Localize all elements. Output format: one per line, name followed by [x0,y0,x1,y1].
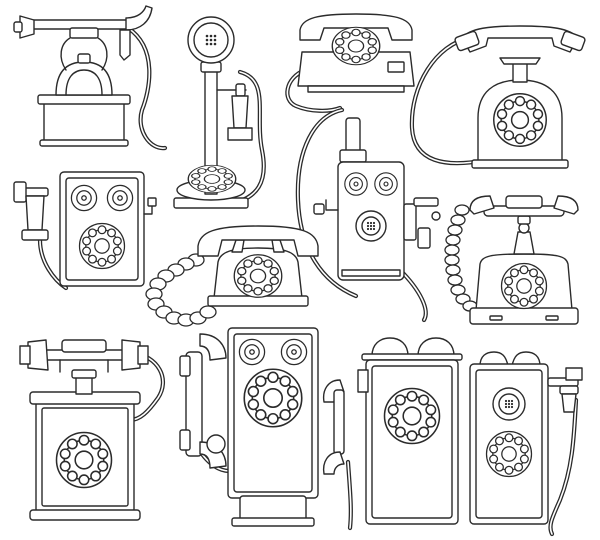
wall-box-telephone-icon [13,171,157,291]
coiled-cord [145,253,217,327]
wall-rotary-telephone-icon [179,327,319,527]
slim-wall-telephone-icon [469,351,583,537]
antique-bell-telephone-icon [13,5,168,151]
coiled-cord-right [444,204,478,312]
candlestick-telephone-icon [173,16,266,209]
tall-rotary-telephone-icon [19,339,165,521]
bell-wall-telephone-icon [322,337,463,531]
cradle-rotary-telephone-icon [409,25,586,169]
rotary-telephone-icon [145,225,319,327]
wall-telephone-icon [295,107,441,323]
cradle-telephone-icon [444,195,579,325]
rotary-desk-telephone-icon [285,13,415,113]
